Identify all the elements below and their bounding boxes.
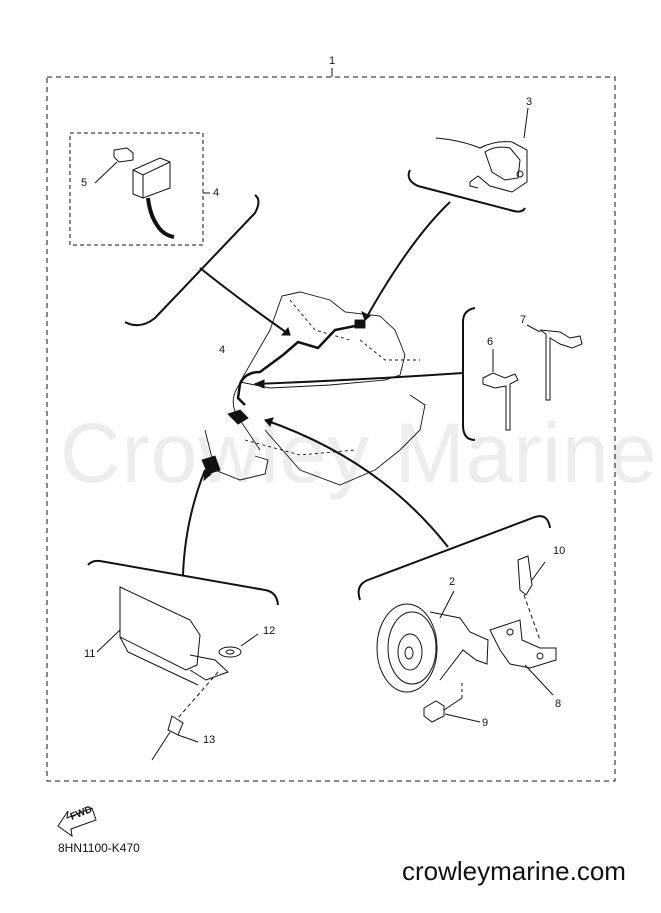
callout-2: 2: [449, 576, 456, 588]
switch-part: [435, 107, 529, 193]
connector-box-part: [132, 157, 175, 239]
watermark-text: Crowley Marine: [60, 406, 658, 500]
callout-9: 9: [482, 717, 489, 729]
callout-3: 3: [526, 96, 533, 108]
callout-5: 5: [81, 177, 88, 189]
cap-part: [94, 147, 134, 184]
bolt-9-part: [423, 680, 481, 723]
cable-tie-7: [526, 324, 583, 401]
rivet-10-part: [517, 555, 546, 641]
fwd-arrow-icon: [57, 807, 97, 838]
bracket-bottom-right: [357, 515, 551, 601]
mount-bracket-8: [489, 619, 557, 696]
callout-1: 1: [329, 55, 336, 67]
vehicle-body: [201, 291, 426, 486]
plate-part: [96, 586, 229, 686]
callout-10: 10: [553, 545, 566, 557]
bracket-right-middle: [462, 307, 476, 441]
washer-part: [177, 633, 259, 719]
callout-11: 11: [84, 648, 96, 660]
harness-inset-frame: [69, 132, 204, 246]
callout-7: 7: [520, 314, 527, 326]
callout-8: 8: [555, 698, 562, 710]
bracket-bottom-left: [87, 559, 279, 606]
bracket-left-top: [124, 194, 260, 327]
callout-6: 6: [487, 336, 494, 348]
cable-tie-6: [482, 349, 519, 431]
callout-13: 13: [203, 734, 216, 746]
bracket-right-top: [407, 169, 526, 213]
callout-4-inset: 4: [213, 187, 220, 199]
assembly-frame: [46, 76, 616, 782]
rivet-13-part: [151, 715, 199, 761]
callout-4-vehicle: 4: [219, 344, 226, 356]
website-link[interactable]: crowleymarine.com: [402, 856, 626, 886]
callout-12: 12: [263, 625, 276, 637]
diagram-code: 8HN1100-K470: [58, 841, 140, 855]
horn-part: [376, 590, 489, 693]
